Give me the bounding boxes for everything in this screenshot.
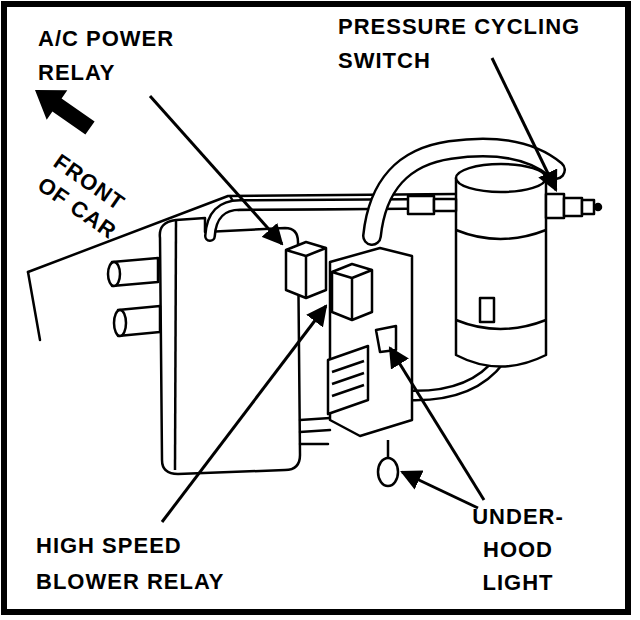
leader-line [390,348,484,500]
connector-ribs [332,361,364,396]
nozzle-cap [114,310,126,336]
wires [300,418,330,444]
leader-line [402,472,478,508]
accumulator-band [456,230,546,329]
blower-relay [332,264,372,320]
switch-body [564,198,582,216]
part-label: PRESSURE CYCLING SWITCH [338,10,603,78]
leader-lines [150,58,556,522]
fitting [480,298,494,322]
frame [4,4,628,612]
relay-edge [286,248,326,298]
label-holder: HIGH SPEED BLOWER RELAY [36,528,236,600]
connector [328,346,368,414]
relay-edge [332,270,372,320]
switch-connector [582,200,594,214]
washer-reservoir [108,218,300,474]
accumulator-top [456,164,546,192]
accumulator [408,164,546,367]
label-holder: UNDER- HOOD LIGHT [462,500,574,599]
label-holder: A/C POWER RELAY [38,22,188,90]
hoses [210,148,556,445]
accumulator-body [456,178,546,367]
light-socket [376,326,396,352]
terminal [595,204,601,210]
leader-line [150,96,282,244]
part-label: FRONT OF CAR [32,148,142,248]
label-holder: PRESSURE CYCLING SWITCH [338,10,603,78]
part-label: UNDER- HOOD LIGHT [462,500,574,599]
part-label: A/C POWER RELAY [38,22,188,90]
front-arrow [35,90,95,135]
ac-power-relay [286,242,326,298]
reservoir-body [160,218,300,474]
nozzle-cap [108,262,120,286]
reservoir-edge [175,220,176,470]
leader-line [492,58,556,190]
part-label: HIGH SPEED BLOWER RELAY [36,528,236,600]
pressure-cycling-switch [546,194,601,218]
fitting [408,196,434,214]
fender-edge [28,272,40,340]
relays [286,242,412,486]
leader-line [162,306,326,522]
label-holder: FRONT OF CAR [32,148,142,248]
switch-body [546,194,564,218]
fitting [434,199,456,211]
underhood-light [378,458,398,486]
